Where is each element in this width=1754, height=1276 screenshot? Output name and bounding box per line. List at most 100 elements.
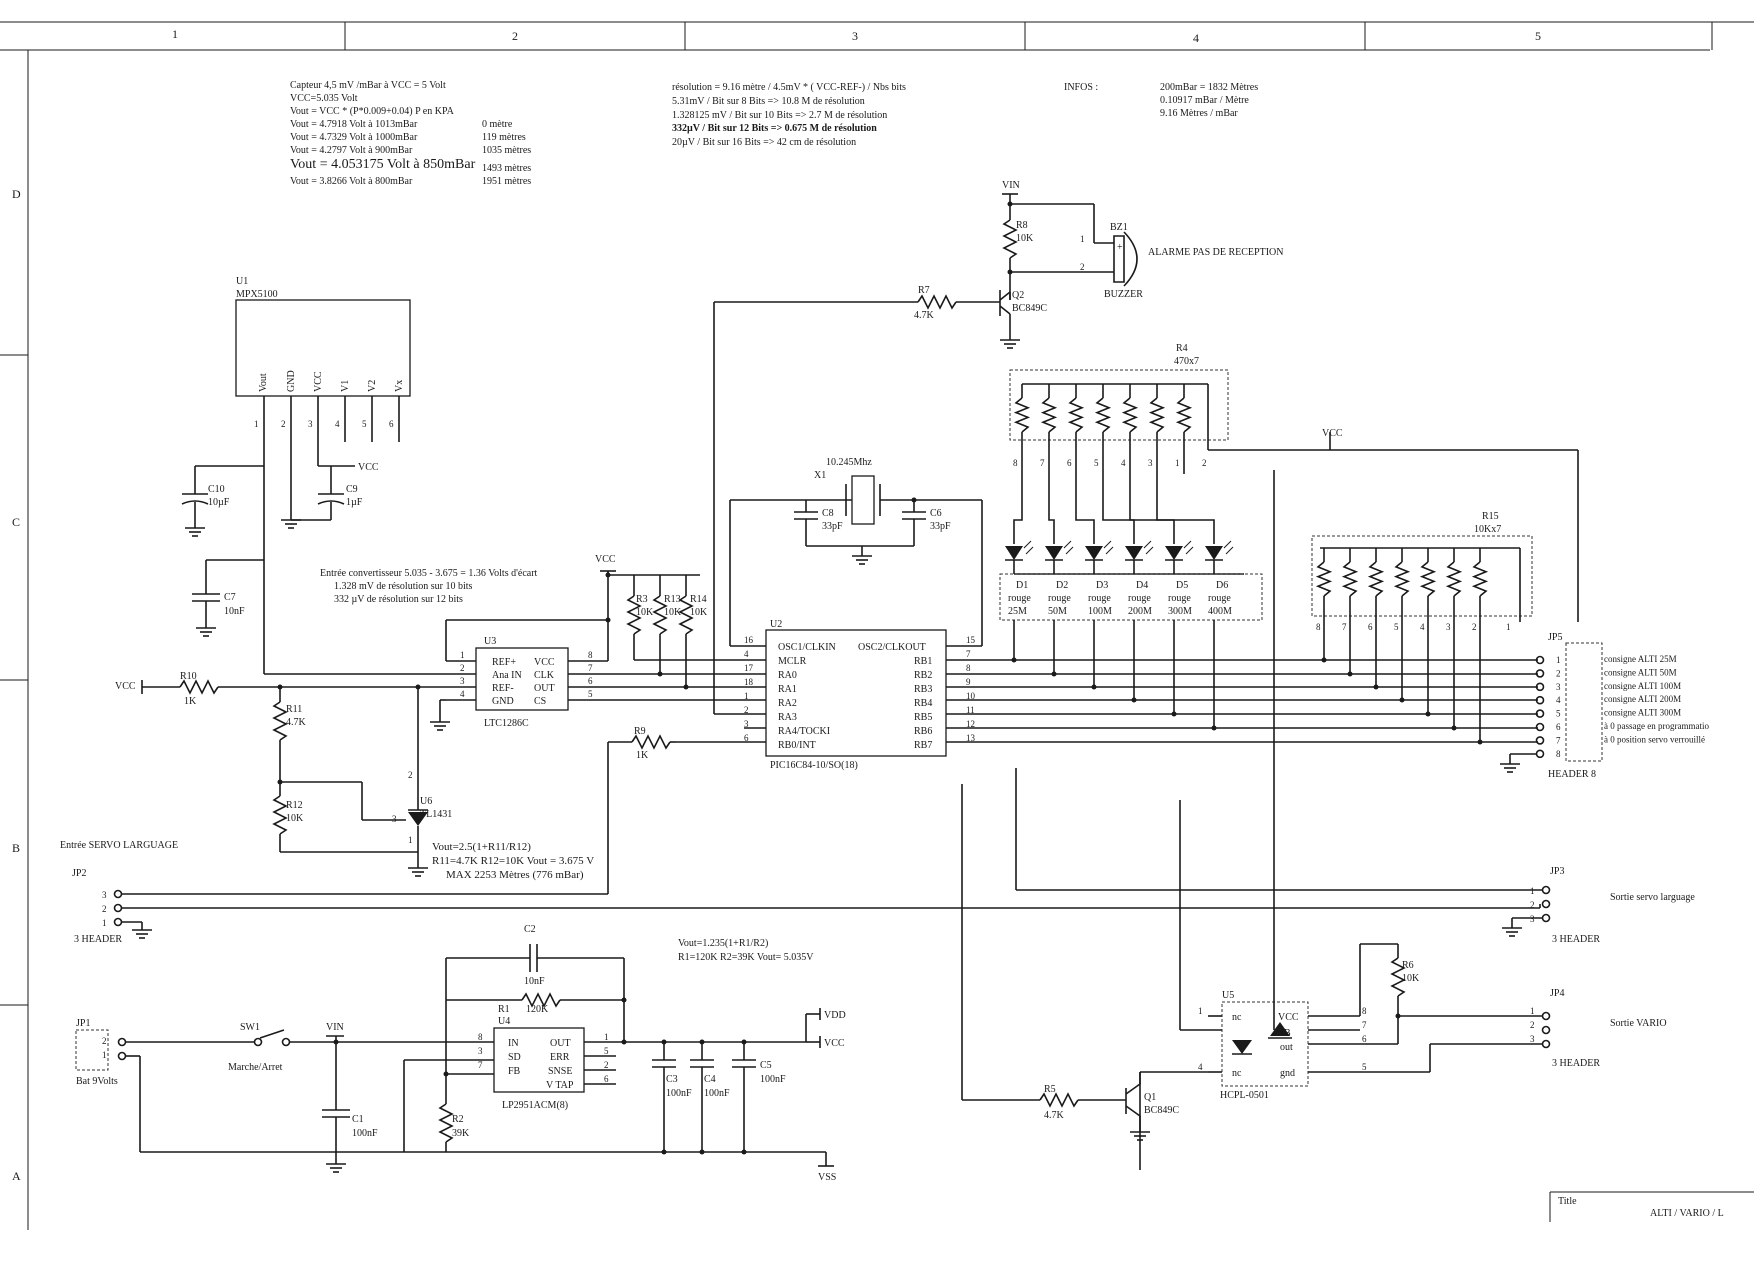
svg-text:C10: C10 <box>208 484 225 495</box>
svg-text:OSC1/CLKIN: OSC1/CLKIN <box>778 642 836 653</box>
r15-element <box>1315 561 1333 597</box>
svg-text:rouge: rouge <box>1048 593 1071 604</box>
svg-text:VCC: VCC <box>313 371 324 392</box>
svg-text:6: 6 <box>604 1074 609 1084</box>
svg-text:100nF: 100nF <box>666 1088 692 1099</box>
svg-text:VCC: VCC <box>824 1038 845 1049</box>
svg-text:10K: 10K <box>286 813 304 824</box>
svg-text:2: 2 <box>744 705 749 715</box>
svg-text:10nF: 10nF <box>524 976 545 987</box>
svg-text:332 µV de résolution sur 12 bi: 332 µV de résolution sur 12 bits <box>334 594 463 605</box>
svg-text:5: 5 <box>1394 622 1399 632</box>
svg-text:1951 mètres: 1951 mètres <box>482 176 531 187</box>
svg-text:RA2: RA2 <box>778 698 797 709</box>
r4-element <box>1040 397 1058 433</box>
svg-text:D3: D3 <box>1096 580 1108 591</box>
svg-text:BZ1: BZ1 <box>1110 222 1128 233</box>
svg-text:JP2: JP2 <box>72 868 86 879</box>
svg-text:U3: U3 <box>484 636 496 647</box>
svg-text:REF-: REF- <box>492 683 514 694</box>
svg-text:Entrée SERVO LARGUAGE: Entrée SERVO LARGUAGE <box>60 840 178 851</box>
svg-text:6: 6 <box>1556 722 1561 732</box>
svg-text:MAX 2253 Mètres (776 mBar): MAX 2253 Mètres (776 mBar) <box>446 869 584 881</box>
svg-text:3: 3 <box>392 814 397 824</box>
jp4-vario-output: JP4 1 2 3 Sortie VARIO 3 HEADER <box>1360 988 1667 1073</box>
svg-text:résolution = 9.16 mètre / 4.5m: résolution = 9.16 mètre / 4.5mV * ( VCC-… <box>672 82 906 93</box>
svg-text:Capteur 4,5 mV /mBar à VCC = 5: Capteur 4,5 mV /mBar à VCC = 5 Volt <box>290 80 446 91</box>
svg-text:Marche/Arret: Marche/Arret <box>228 1062 283 1073</box>
svg-text:R3: R3 <box>636 594 648 605</box>
svg-text:R12: R12 <box>286 800 303 811</box>
svg-text:8: 8 <box>588 650 593 660</box>
led-d1: D1 rouge 25M <box>1005 474 1034 617</box>
svg-text:2: 2 <box>102 1036 107 1046</box>
svg-text:2: 2 <box>1530 1020 1535 1030</box>
svg-text:10K: 10K <box>1016 233 1034 244</box>
svg-text:4: 4 <box>1556 695 1561 705</box>
svg-text:300M: 300M <box>1168 606 1192 617</box>
svg-text:ALTI / VARIO / L: ALTI / VARIO / L <box>1650 1208 1724 1219</box>
svg-text:Vx: Vx <box>394 380 405 392</box>
svg-text:Vout = 4.053175 Volt à 850mBar: Vout = 4.053175 Volt à 850mBar <box>290 157 476 172</box>
svg-text:R5: R5 <box>1044 1084 1056 1095</box>
svg-text:6: 6 <box>1368 622 1373 632</box>
svg-text:0 mètre: 0 mètre <box>482 119 513 130</box>
svg-text:3: 3 <box>460 676 465 686</box>
svg-text:HEADER 8: HEADER 8 <box>1548 769 1596 780</box>
svg-text:2: 2 <box>1080 262 1085 272</box>
svg-text:JP3: JP3 <box>1550 866 1564 877</box>
svg-text:RB7: RB7 <box>914 740 932 751</box>
svg-text:C8: C8 <box>822 508 834 519</box>
svg-text:REF+: REF+ <box>492 657 516 668</box>
svg-text:R1: R1 <box>498 1004 510 1015</box>
svg-text:8: 8 <box>478 1032 483 1042</box>
svg-text:consigne ALTI 50M: consigne ALTI 50M <box>1604 667 1677 677</box>
svg-text:1: 1 <box>1175 458 1180 468</box>
power-supply: JP1 2 1 Bat 9Volts SW1 Marche/Arret VIN … <box>75 924 846 1183</box>
svg-text:8: 8 <box>1316 622 1321 632</box>
svg-text:50M: 50M <box>1048 606 1067 617</box>
svg-text:ALARME PAS DE RECEPTION: ALARME PAS DE RECEPTION <box>1148 247 1283 258</box>
svg-text:D6: D6 <box>1216 580 1228 591</box>
svg-text:R7: R7 <box>918 285 930 296</box>
svg-text:6: 6 <box>1362 1034 1367 1044</box>
svg-text:Q2: Q2 <box>1012 290 1024 301</box>
svg-text:VCC: VCC <box>358 462 379 473</box>
svg-text:D4: D4 <box>1136 580 1148 591</box>
svg-text:100M: 100M <box>1088 606 1112 617</box>
r4-element <box>1094 397 1112 433</box>
svg-text:R4: R4 <box>1176 343 1188 354</box>
infos-notes: INFOS : 200mBar = 1832 Mètres 0.10917 mB… <box>1064 82 1258 119</box>
jp3-servo-output: JP3 1 2 3 Sortie servo larguage 3 HEADER <box>1015 768 1695 945</box>
svg-text:rouge: rouge <box>1208 593 1231 604</box>
buzzer-circuit: VIN R8 10K BZ1 + BUZZER ALARME PAS DE RE… <box>713 180 1283 714</box>
svg-text:RB1: RB1 <box>914 656 932 667</box>
svg-text:25M: 25M <box>1008 606 1027 617</box>
svg-text:4.7K: 4.7K <box>1044 1110 1065 1121</box>
pullup-resistors: R3 10K R13 10K R14 10K <box>626 575 744 690</box>
svg-text:C5: C5 <box>760 1060 772 1071</box>
svg-text:2: 2 <box>102 904 107 914</box>
svg-text:à 0 passage en programmatio: à 0 passage en programmatio <box>1604 721 1709 731</box>
svg-text:HCPL-0501: HCPL-0501 <box>1220 1090 1269 1101</box>
row-label-b: B <box>12 841 20 855</box>
svg-text:3: 3 <box>1446 622 1451 632</box>
svg-text:Ana IN: Ana IN <box>492 670 522 681</box>
svg-text:VIN: VIN <box>1002 180 1020 191</box>
svg-text:rouge: rouge <box>1008 593 1031 604</box>
svg-text:Vout = 3.8266 Volt à 800mBar: Vout = 3.8266 Volt à 800mBar <box>290 176 413 187</box>
svg-text:4: 4 <box>460 689 465 699</box>
svg-text:3: 3 <box>1530 1034 1535 1044</box>
svg-text:OUT: OUT <box>550 1038 571 1049</box>
svg-text:D1: D1 <box>1016 580 1028 591</box>
svg-text:6: 6 <box>744 733 749 743</box>
svg-text:8: 8 <box>1556 749 1561 759</box>
svg-text:10µF: 10µF <box>208 497 230 508</box>
svg-text:10: 10 <box>966 691 976 701</box>
svg-text:BC849C: BC849C <box>1012 303 1047 314</box>
svg-text:4: 4 <box>1121 458 1126 468</box>
svg-text:1: 1 <box>744 691 749 701</box>
r15-element <box>1341 561 1359 597</box>
svg-text:100nF: 100nF <box>352 1128 378 1139</box>
svg-text:12: 12 <box>966 719 975 729</box>
